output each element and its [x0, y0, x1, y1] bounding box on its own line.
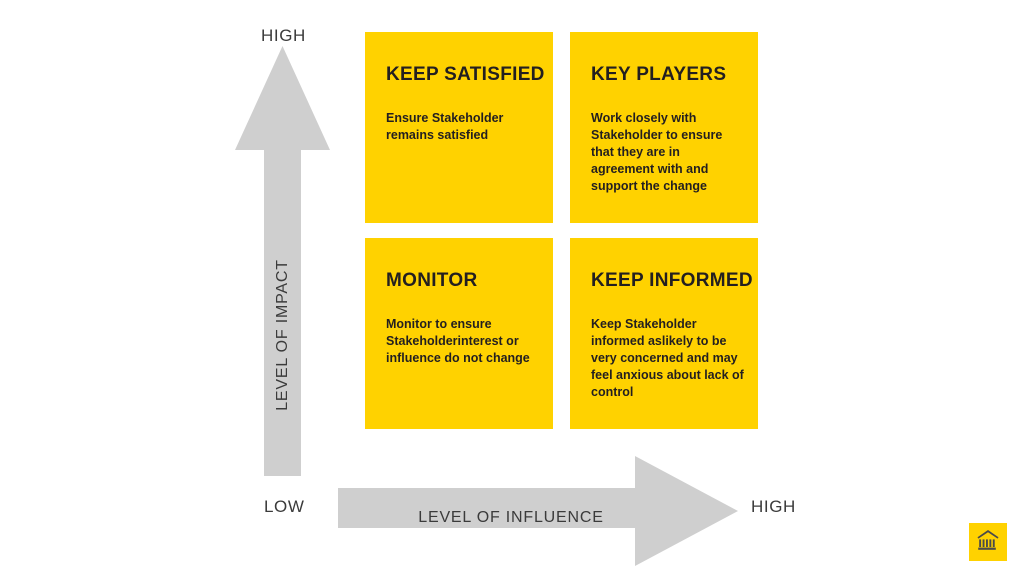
up-arrow-icon: [235, 46, 330, 476]
bank-building-icon: [976, 529, 1000, 556]
quadrant-title: KEEP SATISFIED: [386, 64, 545, 85]
quadrant-keep-satisfied[interactable]: KEEP SATISFIED Ensure Stakeholder remain…: [365, 32, 553, 223]
quadrant-body: Ensure Stakeholder remains satisfied: [386, 111, 504, 142]
quadrant-title: KEY PLAYERS: [591, 64, 727, 85]
quadrant-keep-informed[interactable]: KEEP INFORMED Keep Stakeholder informed …: [570, 238, 758, 429]
corner-badge[interactable]: [969, 523, 1007, 561]
quadrant-title: MONITOR: [386, 270, 478, 291]
vertical-axis-high-label: HIGH: [261, 26, 306, 45]
quadrant-monitor[interactable]: MONITOR Monitor to ensure Stakeholderint…: [365, 238, 553, 429]
horizontal-axis-low-label: LOW: [264, 497, 305, 516]
quadrant-body: Work closely with Stakeholder to ensure …: [591, 111, 723, 193]
quadrant-body: Monitor to ensure Stakeholderinterest or…: [386, 317, 530, 365]
quadrant-title: KEEP INFORMED: [591, 270, 753, 291]
right-arrow-icon: [338, 456, 738, 566]
horizontal-axis-high-label: HIGH: [751, 497, 796, 516]
quadrant-key-players[interactable]: KEY PLAYERS Work closely with Stakeholde…: [570, 32, 758, 223]
quadrant-body: Keep Stakeholder informed aslikely to be…: [591, 317, 744, 399]
